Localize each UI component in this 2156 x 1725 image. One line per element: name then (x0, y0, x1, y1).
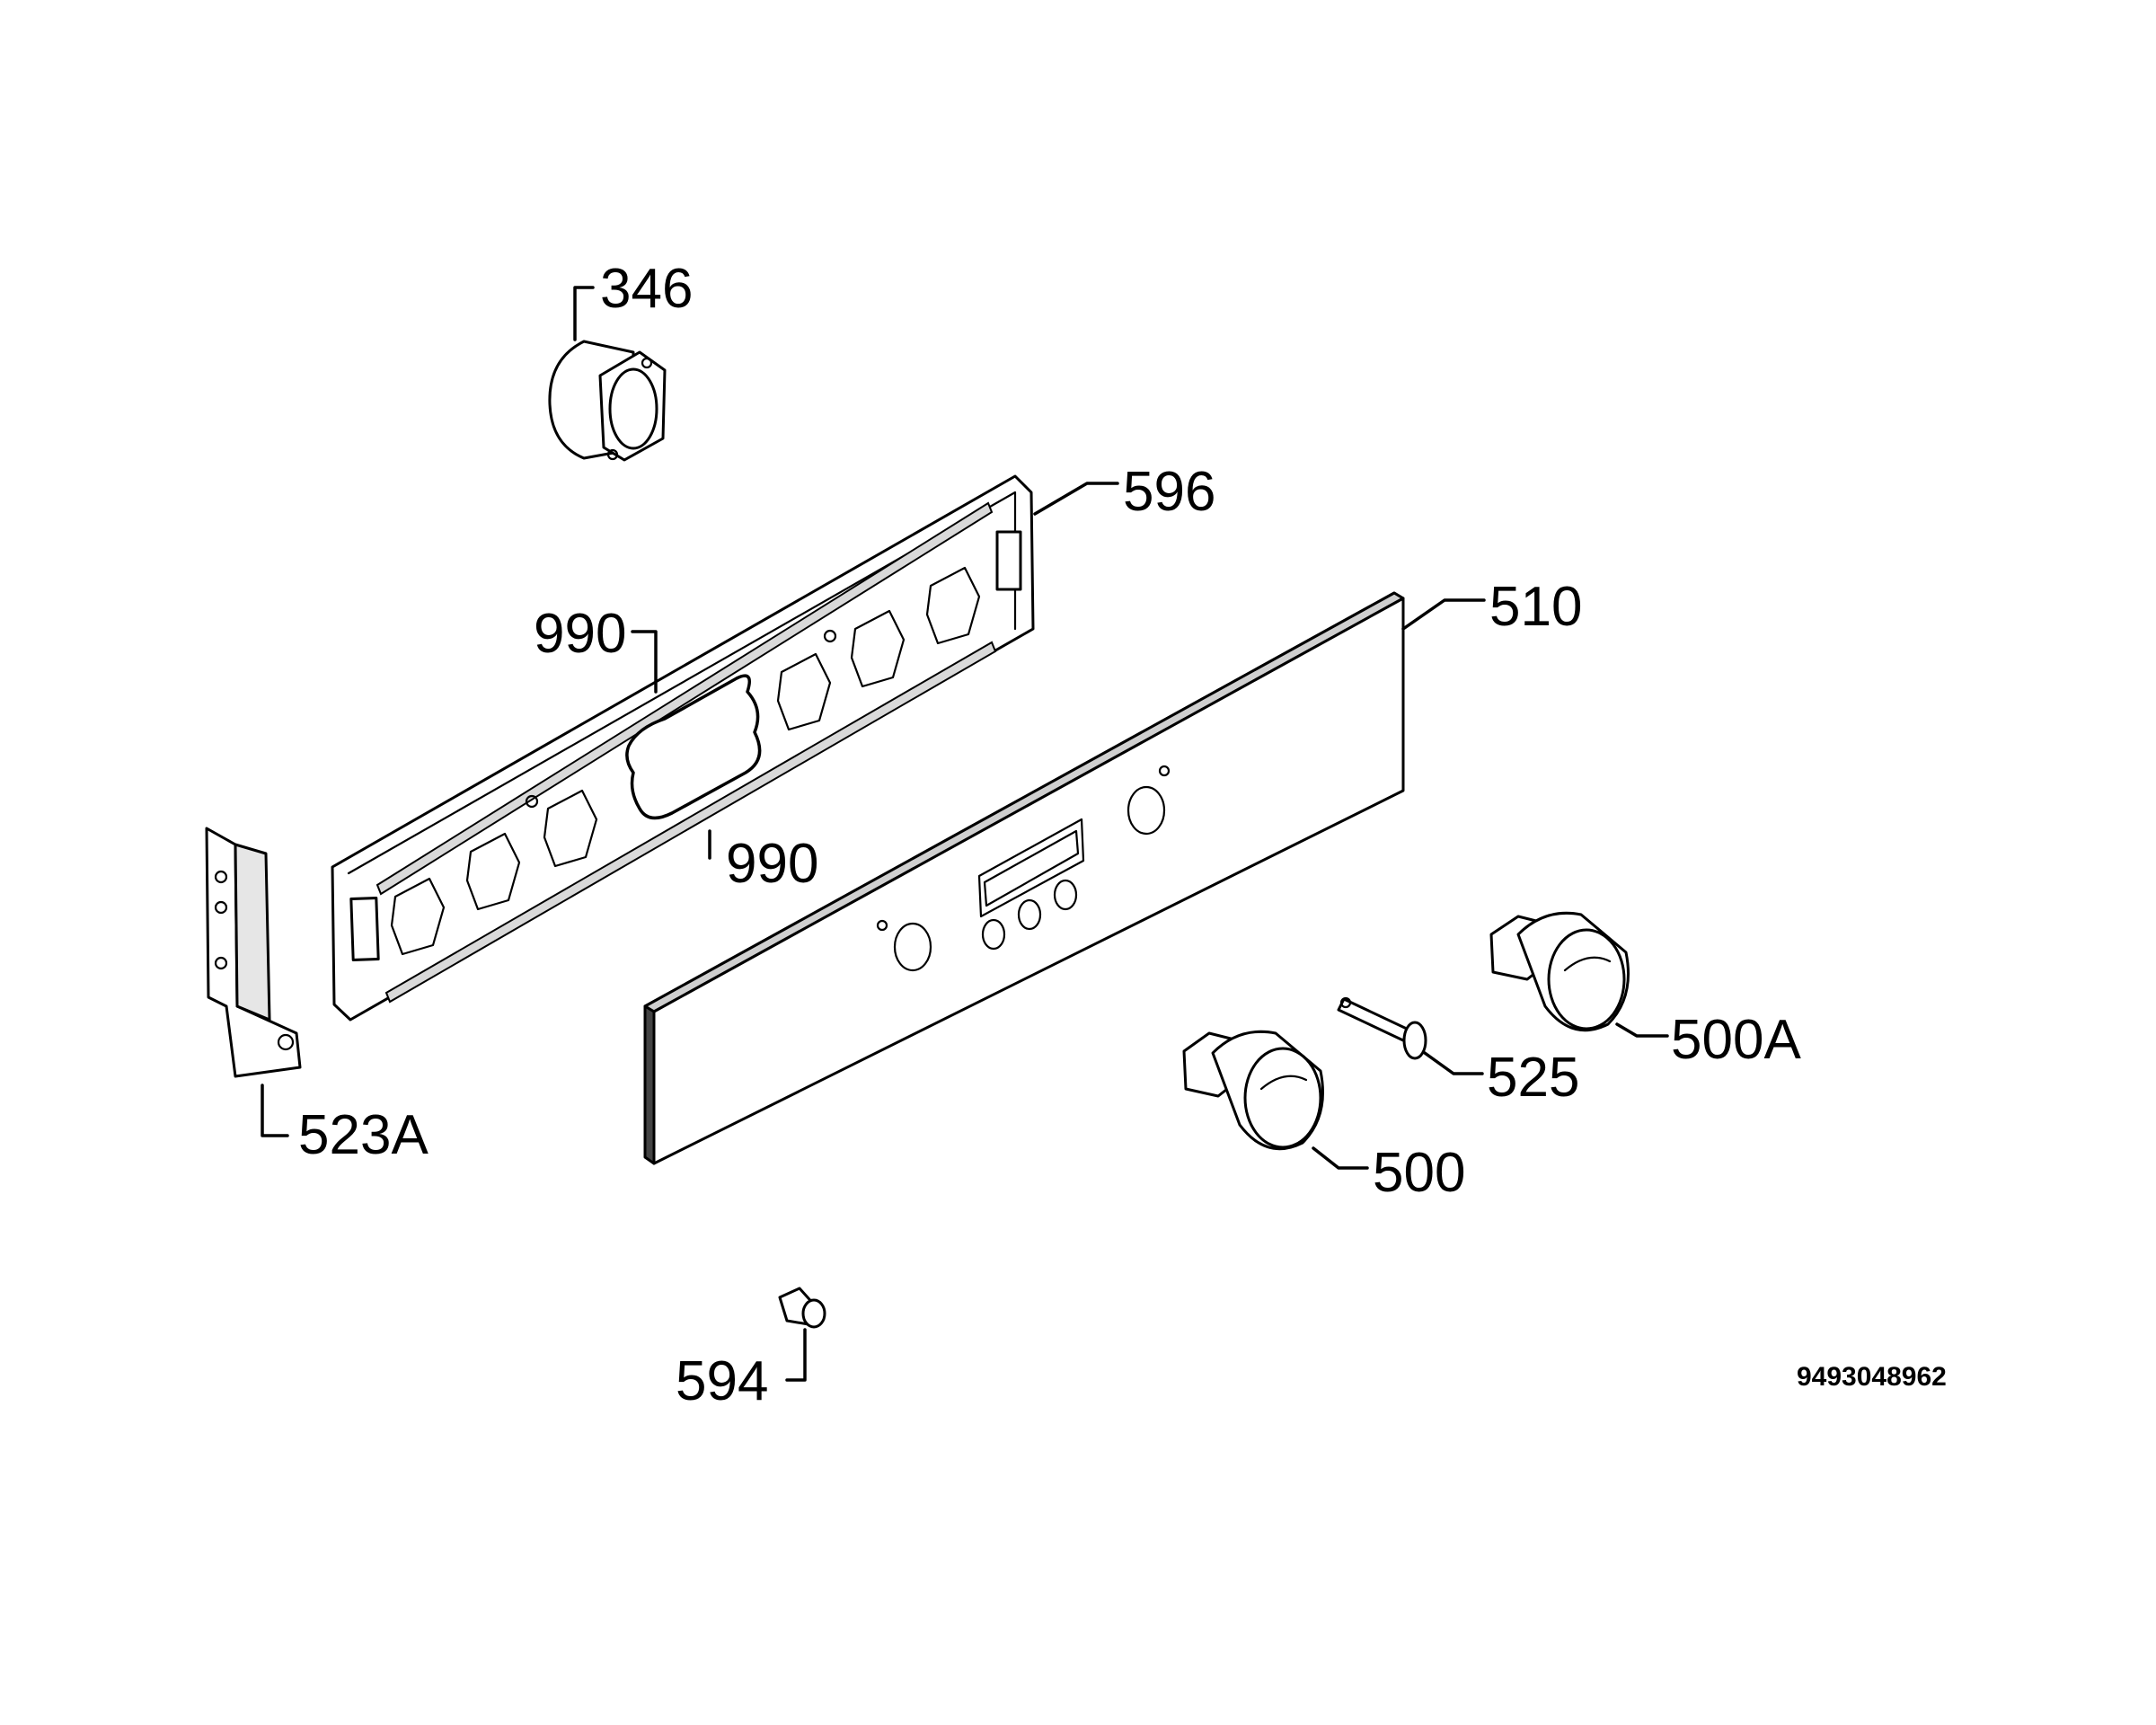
part-594-bushing (778, 1287, 826, 1329)
part-510-control-panel (643, 591, 1405, 1165)
callout-525: 525 (1487, 1047, 1579, 1109)
callout-500a: 500A (1671, 1009, 1801, 1071)
callout-500: 500 (1373, 1142, 1465, 1204)
part-525-spindle (1337, 996, 1427, 1060)
callout-594: 594 (676, 1350, 768, 1412)
part-500-knob (1182, 1030, 1324, 1151)
callout-346: 346 (600, 258, 693, 320)
part-990-gasket (625, 674, 762, 820)
callout-596: 596 (1123, 461, 1215, 523)
callout-523a: 523A (298, 1104, 429, 1166)
part-500a-knob (1489, 911, 1630, 1032)
callout-990-lower: 990 (726, 833, 818, 895)
part-346-cylinder (548, 340, 667, 462)
leader-lines (261, 286, 1669, 1382)
callout-510: 510 (1489, 576, 1582, 638)
callout-990-upper: 990 (534, 603, 626, 665)
document-number: 9493048962 (1797, 1362, 1947, 1392)
part-596-control-frame (331, 474, 1035, 1022)
part-523a-bracket (205, 827, 302, 1078)
